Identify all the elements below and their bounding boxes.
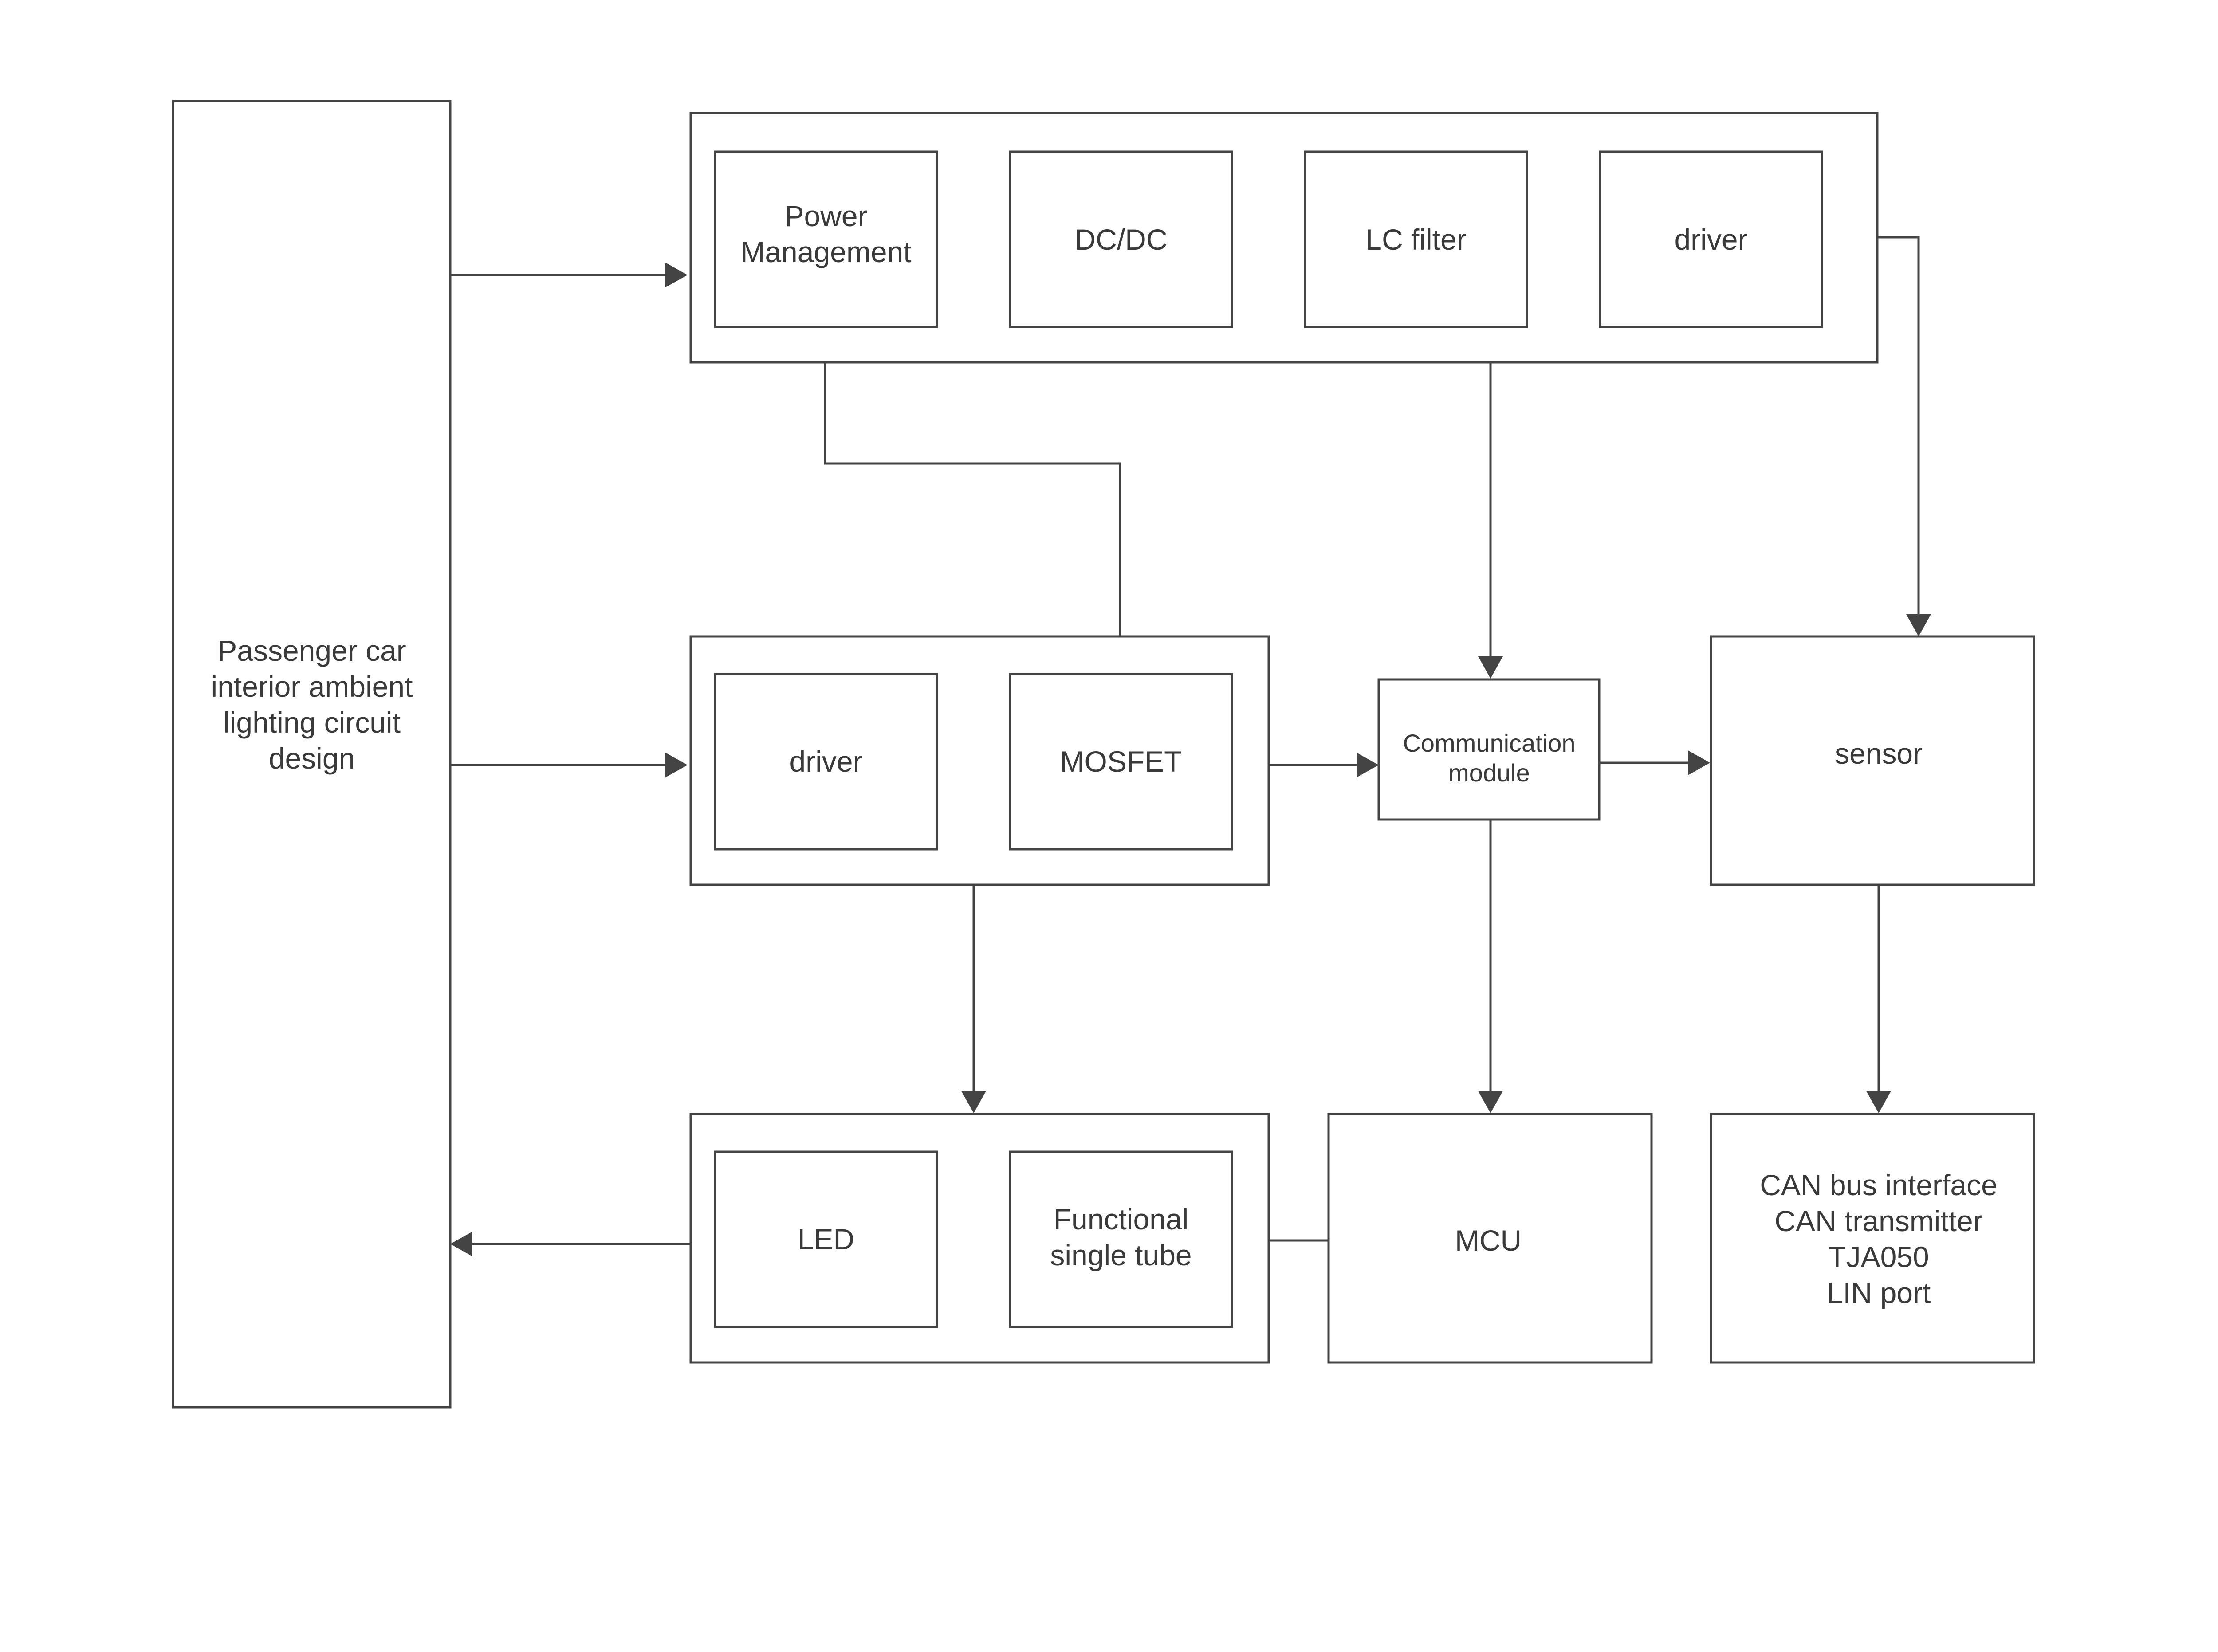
main-block-line-4: design xyxy=(269,742,355,775)
mosfet-block: MOSFET xyxy=(1009,673,1233,851)
connector-power-to-drive xyxy=(824,362,1121,636)
led-block: LED xyxy=(714,1150,938,1328)
functional-single-tube-line-1: Functional xyxy=(1054,1203,1189,1236)
can-block-line-2: CAN transmitter xyxy=(1774,1205,1982,1237)
drive-driver-block: driver xyxy=(714,673,938,851)
arrow-head-main-block xyxy=(450,1232,472,1256)
arrow-head-can-top xyxy=(1866,1091,1891,1113)
main-block-line-2: interior ambient xyxy=(211,670,413,703)
functional-single-tube-block: Functional single tube xyxy=(1009,1150,1233,1328)
arrow-head-output-top xyxy=(961,1091,986,1113)
drive-driver-label: driver xyxy=(789,745,862,778)
arrow-head-sensor-top xyxy=(1906,614,1931,636)
dcdc-label: DC/DC xyxy=(1075,223,1168,256)
power-management-line-1: Power xyxy=(784,200,867,232)
power-driver-block: driver xyxy=(1599,150,1823,328)
mcu-block: MCU xyxy=(1327,1113,1653,1364)
drive-group: driver MOSFET xyxy=(689,635,1270,886)
functional-single-tube-line-2: single tube xyxy=(1050,1239,1192,1271)
can-block-line-3: TJA050 xyxy=(1828,1240,1929,1273)
power-group: Power Management DC/DC LC filter driver xyxy=(689,112,1879,364)
main-block-line-3: lighting circuit xyxy=(223,706,401,739)
arrow-head-drive-group xyxy=(665,753,688,777)
power-driver-label: driver xyxy=(1674,223,1747,256)
output-group: LED Functional single tube xyxy=(689,1113,1270,1364)
arrow-head-mcu-top xyxy=(1478,1091,1503,1113)
communication-module-block: Communication module xyxy=(1377,678,1601,821)
mcu-label: MCU xyxy=(1455,1224,1522,1257)
main-block: Passenger car interior ambient lighting … xyxy=(172,100,452,1409)
arrow-head-sensor-left xyxy=(1688,750,1710,775)
mosfet-label: MOSFET xyxy=(1060,745,1182,778)
dcdc-block: DC/DC xyxy=(1009,150,1233,328)
power-management-block: Power Management xyxy=(714,150,938,328)
power-management-line-2: Management xyxy=(740,235,911,268)
arrow-head-power-group xyxy=(665,263,688,287)
connector-power-to-sensor xyxy=(1877,236,1920,614)
led-label: LED xyxy=(798,1223,854,1256)
communication-module-line-2: module xyxy=(1448,759,1530,787)
communication-module-line-1: Communication xyxy=(1403,729,1575,757)
lc-filter-block: LC filter xyxy=(1304,150,1528,328)
lc-filter-label: LC filter xyxy=(1365,223,1466,256)
sensor-block: sensor xyxy=(1710,635,2035,886)
main-block-line-1: Passenger car xyxy=(217,634,406,667)
arrow-head-comm-top xyxy=(1478,656,1503,679)
sensor-label: sensor xyxy=(1835,737,1923,770)
can-block-line-1: CAN bus interface xyxy=(1760,1169,1998,1201)
can-block-line-4: LIN port xyxy=(1827,1276,1931,1309)
arrow-head-comm-left xyxy=(1357,753,1379,777)
can-interface-block: CAN bus interface CAN transmitter TJA050… xyxy=(1710,1113,2035,1364)
